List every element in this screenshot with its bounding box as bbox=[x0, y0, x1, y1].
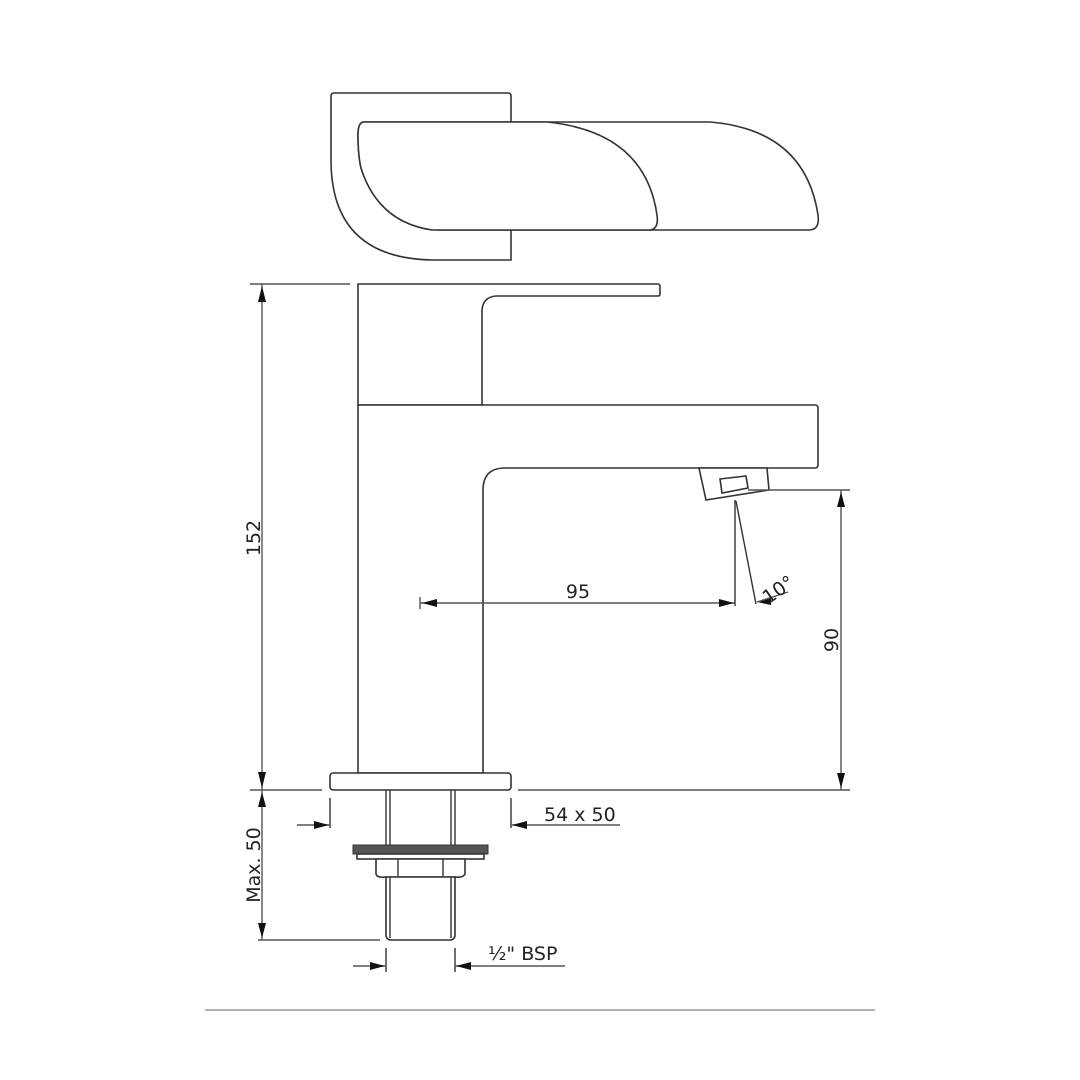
dimension-spout-reach: 95 bbox=[419, 500, 736, 609]
dimension-max-thickness: Max. 50 bbox=[243, 790, 380, 941]
side-view-nut bbox=[375, 858, 466, 878]
dimension-connection: ½" BSP bbox=[353, 943, 565, 972]
dimension-base-plate: 54 x 50 bbox=[297, 798, 620, 829]
top-view bbox=[330, 92, 820, 261]
top-view-lever bbox=[357, 121, 659, 231]
side-view bbox=[329, 283, 819, 941]
dimension-spout-height: 90 bbox=[518, 489, 850, 791]
label-max-thickness: Max. 50 bbox=[243, 827, 265, 903]
label-spout-reach: 95 bbox=[566, 581, 590, 603]
label-base-plate: 54 x 50 bbox=[544, 804, 616, 826]
dimension-spout-angle: 10° bbox=[735, 500, 799, 609]
side-view-aerator-insert bbox=[719, 475, 749, 494]
side-view-washer bbox=[352, 844, 489, 855]
label-overall-height: 152 bbox=[243, 520, 265, 556]
label-spout-height: 90 bbox=[821, 628, 843, 652]
side-view-tail-pipe bbox=[385, 876, 456, 941]
side-view-lever bbox=[357, 283, 661, 406]
label-connection: ½" BSP bbox=[488, 943, 557, 965]
side-view-base-plate bbox=[329, 772, 512, 791]
dimension-overall-height: 152 bbox=[243, 283, 350, 791]
side-view-body-spout bbox=[357, 404, 819, 774]
